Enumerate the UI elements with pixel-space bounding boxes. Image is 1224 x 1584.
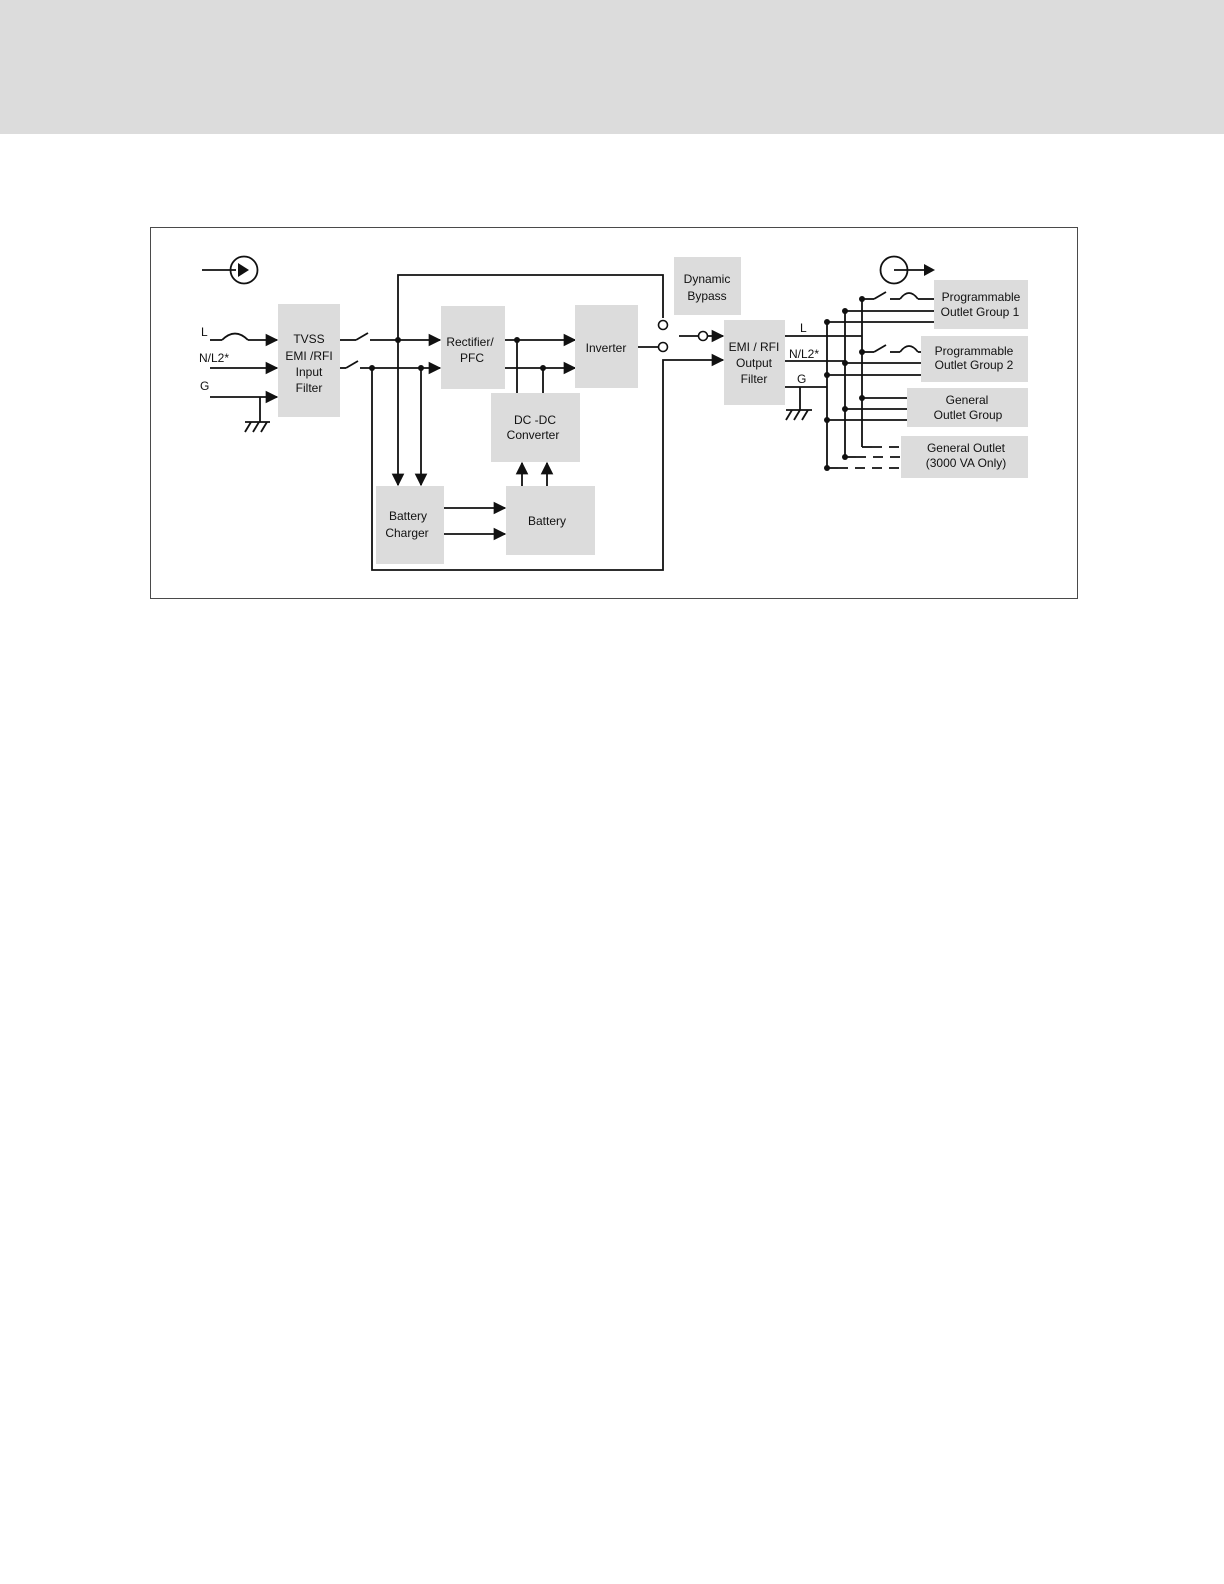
general-outlet-group-block: General Outlet Group (907, 388, 1028, 427)
svg-text:Bypass: Bypass (687, 289, 726, 303)
svg-text:General: General (946, 393, 989, 407)
output-symbol (881, 257, 936, 284)
battery-block: Battery (506, 486, 595, 555)
svg-text:General Outlet: General Outlet (927, 441, 1006, 455)
input-lines (210, 334, 277, 433)
svg-text:Outlet Group: Outlet Group (934, 408, 1003, 422)
svg-text:EMI / RFI: EMI / RFI (729, 340, 780, 354)
svg-text:Programmable: Programmable (935, 344, 1014, 358)
outlet-group-1-block: Programmable Outlet Group 1 (934, 280, 1028, 329)
svg-text:Converter: Converter (507, 428, 560, 442)
svg-text:Outlet Group 1: Outlet Group 1 (941, 305, 1020, 319)
transfer-switch (638, 332, 723, 352)
rectifier-pfc-block: Rectifier/ PFC (441, 306, 505, 389)
svg-text:Inverter: Inverter (586, 341, 627, 355)
output-label-n: N/L2* (789, 347, 819, 361)
svg-text:Charger: Charger (385, 526, 428, 540)
battery-dcdc-wiring (522, 463, 547, 486)
input-label-l: L (201, 325, 208, 339)
dcdc-converter-block: DC -DC Converter (491, 393, 580, 462)
svg-text:Battery: Battery (528, 514, 566, 528)
rectifier-inverter-wiring (505, 337, 575, 393)
charger-battery-wiring (444, 508, 505, 534)
svg-text:Filter: Filter (741, 372, 768, 386)
svg-text:Output: Output (736, 356, 773, 370)
input-label-n: N/L2* (199, 351, 229, 365)
svg-text:Programmable: Programmable (942, 290, 1021, 304)
svg-text:PFC: PFC (460, 351, 484, 365)
inverter-block: Inverter (575, 305, 638, 388)
dynamic-bypass-block: Dynamic Bypass (674, 257, 741, 315)
svg-text:Battery: Battery (389, 509, 427, 523)
svg-text:Dynamic: Dynamic (684, 272, 731, 286)
svg-text:EMI /RFI: EMI /RFI (285, 349, 332, 363)
svg-text:(3000 VA Only): (3000 VA Only) (926, 456, 1006, 470)
input-label-g: G (200, 379, 209, 393)
outlet-group-2-block: Programmable Outlet Group 2 (921, 336, 1028, 382)
input-symbol (202, 257, 258, 284)
svg-text:TVSS: TVSS (293, 332, 324, 346)
svg-text:Filter: Filter (296, 381, 323, 395)
emi-output-filter-block: EMI / RFI Output Filter (724, 320, 785, 405)
output-label-l: L (800, 321, 807, 335)
svg-text:Outlet Group 2: Outlet Group 2 (935, 358, 1014, 372)
tvss-filter-block: TVSS EMI /RFI Input Filter (278, 304, 340, 417)
output-label-g: G (797, 372, 806, 386)
general-outlet-3000va-block: General Outlet (3000 VA Only) (901, 436, 1028, 478)
battery-charger-block: Battery Charger (376, 486, 444, 564)
svg-text:Rectifier/: Rectifier/ (446, 335, 494, 349)
svg-text:Input: Input (296, 365, 323, 379)
svg-text:DC -DC: DC -DC (514, 413, 556, 427)
input-switches (340, 333, 440, 371)
